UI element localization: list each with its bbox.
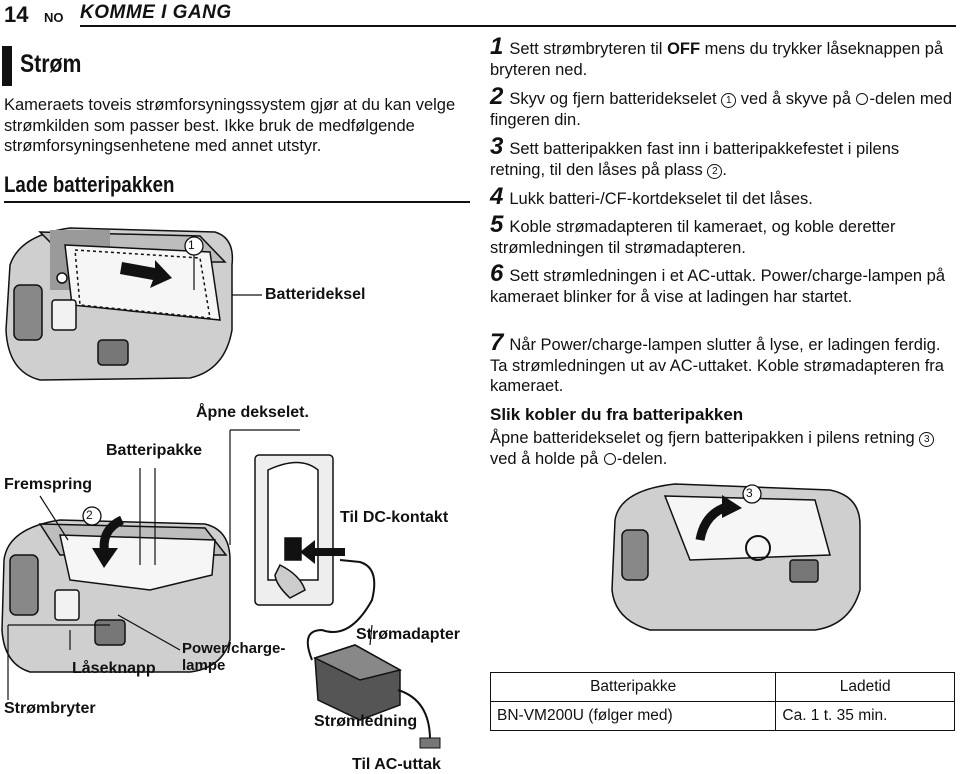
grip-ring-icon — [856, 93, 869, 105]
marker-1-icon: 1 — [721, 93, 737, 108]
removal-paragraph: Åpne batteridekselet og fjern batteripak… — [490, 428, 950, 470]
step-text: ved å skyve på — [736, 90, 856, 108]
section-title: Strøm — [20, 50, 82, 78]
step-text: Sett strømbryteren til — [509, 40, 668, 58]
label-to-dc: Til DC-kontakt — [340, 509, 449, 526]
page-number: 14 — [4, 2, 29, 27]
label-power-lamp-line1: Power/charge- — [182, 640, 286, 657]
step-text: Sett batteripakken fast inn i batteripak… — [490, 140, 900, 179]
marker-3-icon: 3 — [919, 432, 935, 447]
step-text: -delen med fingeren din. — [490, 90, 953, 129]
step-number: 2 — [490, 83, 504, 110]
table-cell-battery: BN-VM200U (følger med) — [489, 701, 777, 731]
table-header-time: Ladetid — [775, 672, 955, 702]
table-row: BN-VM200U (følger med) Ca. 1 t. 35 min. — [489, 701, 955, 731]
subsection-title: Lade batteripakken — [4, 172, 175, 197]
label-battery-cover: Batterideksel — [265, 286, 366, 303]
ac-adapter — [313, 644, 403, 721]
step-text: . — [722, 160, 727, 179]
marker-1-label: 1 — [188, 238, 195, 252]
marker-2-icon: 2 — [707, 163, 723, 179]
language-code: NO — [44, 10, 64, 25]
label-power-lamp: Power/charge- lampe — [182, 640, 285, 674]
removal-text: -delen. — [616, 450, 668, 468]
label-to-ac: Til AC-uttak — [352, 756, 441, 773]
step-bold-text: OFF — [667, 40, 701, 58]
step-number: 6 — [490, 260, 504, 287]
chapter-title: KOMME I GANG — [80, 2, 232, 23]
step-number: 7 — [490, 329, 504, 356]
subsection-rule — [4, 201, 470, 203]
marker-2-label: 2 — [86, 508, 93, 522]
label-open-cover: Åpne dekselet. — [196, 404, 309, 421]
step-number: 4 — [490, 183, 504, 210]
dc-jack-closeup — [254, 454, 334, 606]
header-rule — [80, 25, 956, 27]
insert-arrow-icon — [92, 548, 118, 568]
intro-paragraph: Kameraets toveis strømforsyningssystem g… — [4, 96, 456, 155]
table-header-battery: Batteripakke — [489, 672, 777, 702]
camera-illustration-top — [5, 227, 234, 381]
step-1: 1 Sett strømbryteren til OFF mens du tryk… — [490, 35, 955, 80]
label-adapter: Strømadapter — [356, 626, 461, 643]
step-number: 1 — [490, 33, 504, 60]
label-power-lamp-line2: lampe — [182, 657, 226, 674]
charging-time-table: Batteripakke Ladetid BN-VM200U (følger m… — [489, 672, 955, 731]
step-text: mens du trykker låseknappen på bryteren … — [490, 40, 944, 79]
step-text: Når Power/charge-lampen slutter å lyse, … — [490, 336, 944, 395]
step-2: 2 Skyv og fjern batteridekselet 1 ved å s… — [490, 85, 955, 130]
removal-text: ved å holde på — [490, 450, 603, 468]
removal-heading: Slik kobler du fra batteripakken — [490, 405, 744, 424]
step-text: Lukk batteri-/CF-kortdekselet til det lå… — [509, 190, 813, 208]
step-4: 4 Lukk batteri-/CF-kortdekselet til det l… — [490, 185, 955, 210]
section-bar — [2, 46, 12, 86]
table-header-row: Batteripakke Ladetid — [489, 672, 955, 702]
label-lock-button: Låseknapp — [72, 660, 156, 677]
step-number: 3 — [490, 133, 504, 160]
table-cell-time: Ca. 1 t. 35 min. — [775, 701, 955, 731]
camera-illustration-removal — [611, 483, 861, 631]
step-text: Sett strømledningen i et AC-uttak. Power… — [490, 267, 945, 306]
step-text: Koble strømadapteren til kameraet, og ko… — [490, 218, 896, 257]
label-power-cord: Strømledning — [314, 713, 418, 730]
slide-arrow-icon — [120, 260, 172, 288]
step-number: 5 — [490, 211, 504, 238]
label-protrusion: Fremspring — [4, 476, 93, 493]
marker-3-label: 3 — [746, 486, 753, 500]
removal-text: Åpne batteridekselet og fjern batteripak… — [490, 429, 920, 447]
step-text: Skyv og fjern batteridekselet — [509, 90, 722, 108]
grip-ring-icon — [603, 453, 616, 465]
remove-arrow-icon — [722, 495, 742, 518]
label-power-switch: Strømbryter — [4, 700, 96, 717]
label-battery-pack: Batteripakke — [106, 442, 203, 459]
connect-arrow-icon — [300, 540, 345, 564]
